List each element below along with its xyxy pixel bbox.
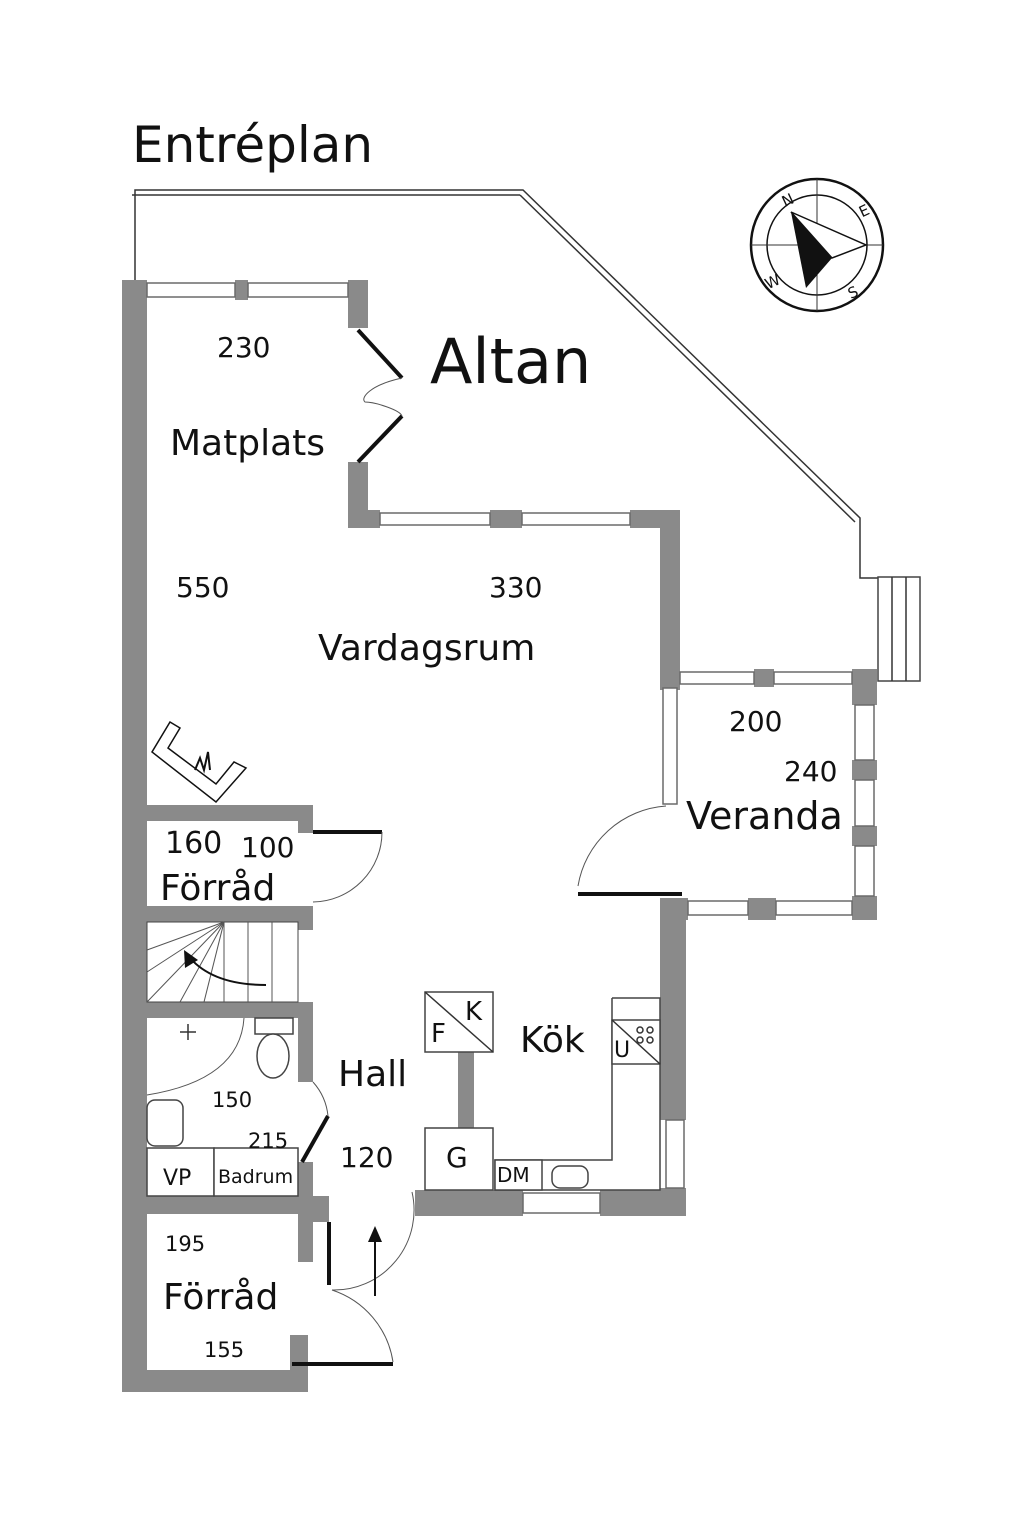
entry-arrow-icon xyxy=(368,1226,382,1296)
dim-veranda-width: 200 xyxy=(729,705,782,738)
dim-matplats-width: 230 xyxy=(217,331,270,364)
walls xyxy=(122,280,877,1392)
dim-vardagsrum-depth: 550 xyxy=(176,571,229,604)
bathroom-fixtures xyxy=(146,1017,299,1197)
dim-veranda-depth: 240 xyxy=(784,755,837,788)
forrad-upper-door-swing xyxy=(312,831,383,903)
veranda-door-swing xyxy=(577,805,667,887)
folding-door-upper[interactable] xyxy=(356,328,404,380)
dim-badrum-w: 150 xyxy=(212,1088,252,1112)
windows xyxy=(146,282,875,1214)
compass-w: W xyxy=(762,271,783,294)
folding-door-lower[interactable] xyxy=(356,414,404,464)
altan-deck-edge-diagonal xyxy=(519,194,856,523)
plan-title: Entréplan xyxy=(132,116,373,174)
badrum-door-swing xyxy=(312,1081,329,1117)
entrance-steps xyxy=(877,576,921,682)
compass-icon: N E S W xyxy=(749,177,885,313)
entrance-door-swing xyxy=(331,1191,415,1291)
fixture-freezer-label: K xyxy=(465,997,483,1027)
hall-label: Hall xyxy=(338,1054,407,1095)
dim-forrad-lower-w: 155 xyxy=(204,1338,244,1362)
compass-s: S xyxy=(845,282,861,302)
veranda-label: Veranda xyxy=(686,794,843,838)
dim-forrad-upper-d: 100 xyxy=(241,831,294,864)
altan-label: Altan xyxy=(430,325,591,398)
fixture-dishwasher-label: DM xyxy=(497,1163,530,1187)
dim-forrad-upper-w: 160 xyxy=(165,826,222,861)
dim-badrum-d: 215 xyxy=(248,1129,288,1153)
fixture-water-heater-label: VP xyxy=(163,1166,191,1191)
badrum-label: Badrum xyxy=(218,1166,293,1188)
forrad-lower-label: Förråd xyxy=(163,1277,278,1318)
kok-label: Kök xyxy=(520,1020,585,1061)
staircase xyxy=(146,921,299,1003)
dim-forrad-lower-d: 195 xyxy=(165,1232,205,1256)
forrad-upper-label: Förråd xyxy=(160,868,275,909)
altan-deck-outline xyxy=(134,189,878,579)
fireplace-icon xyxy=(151,720,248,804)
fixture-stove-label: U xyxy=(614,1038,630,1063)
matplats-label: Matplats xyxy=(170,423,325,464)
fixture-storage-label: G xyxy=(446,1141,468,1174)
fixture-fridge-label: F xyxy=(431,1019,446,1049)
folding-door-swing xyxy=(363,377,403,417)
badrum-door[interactable] xyxy=(300,1115,330,1163)
dim-vardagsrum-width: 330 xyxy=(489,571,542,604)
vardagsrum-label: Vardagsrum xyxy=(318,628,535,669)
forrad-lower-door-swing xyxy=(331,1289,394,1363)
dim-hall-w: 120 xyxy=(340,1141,393,1174)
kitchen-fixtures xyxy=(424,991,661,1191)
